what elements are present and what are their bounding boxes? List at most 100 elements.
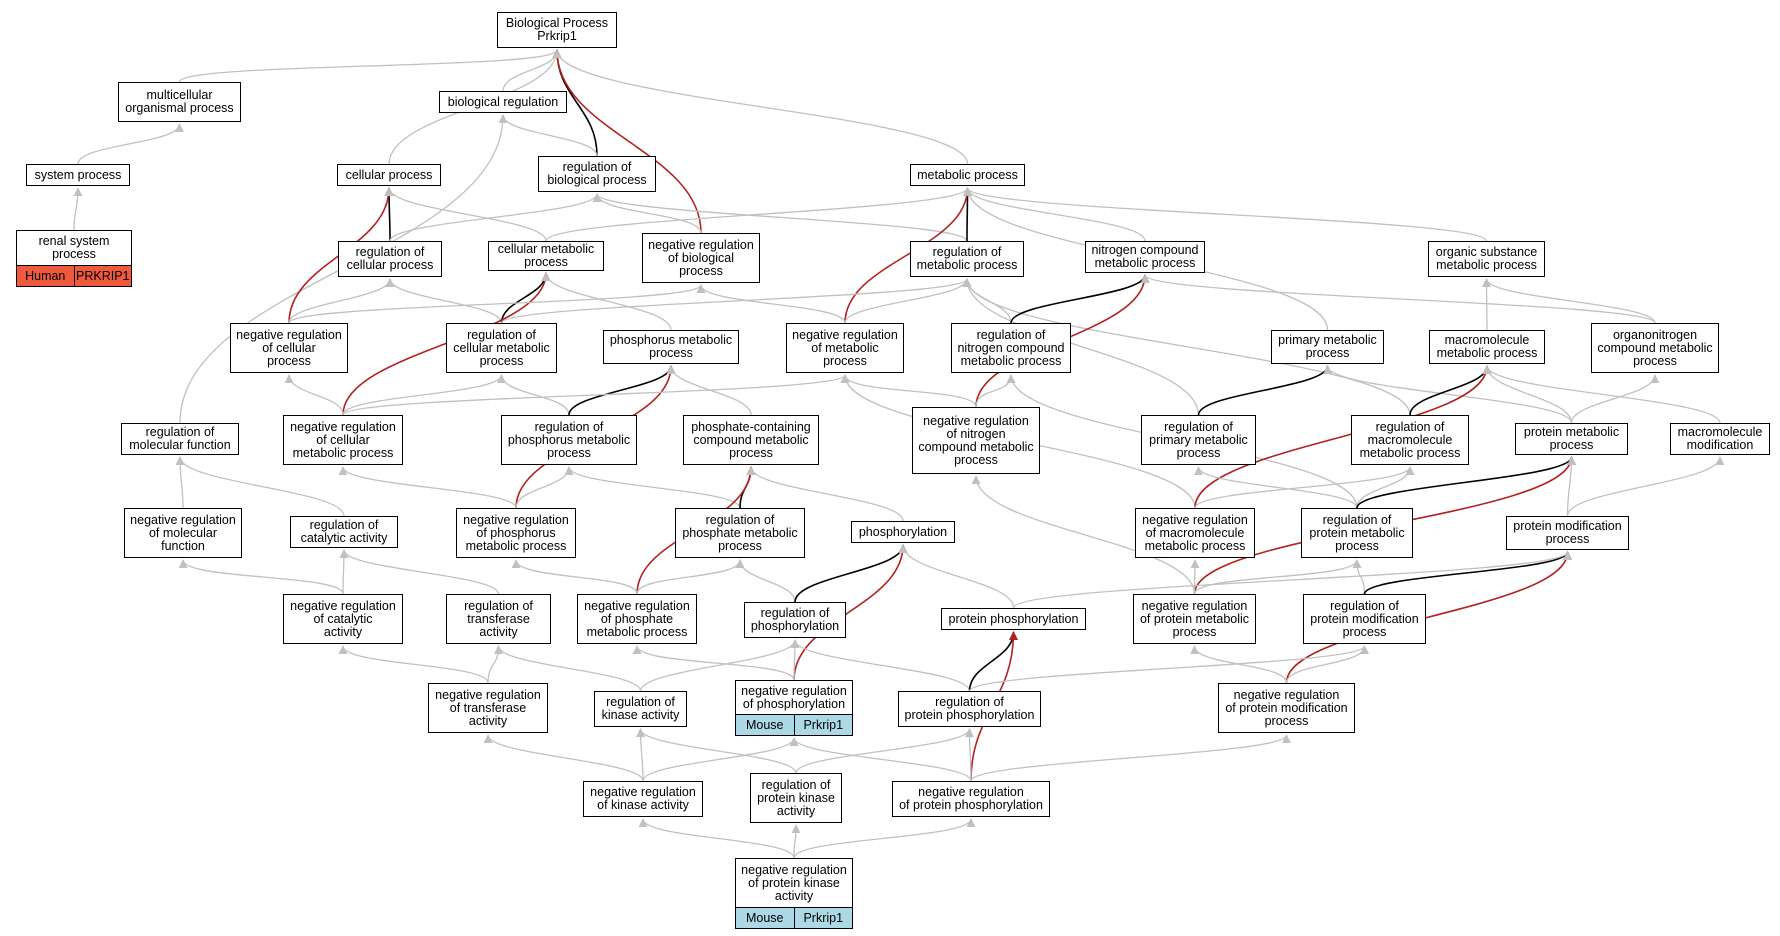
is-a-edge [511, 559, 638, 595]
go-term-node[interactable]: negative regulation of metabolic process [786, 323, 904, 373]
go-term-node[interactable]: regulation of cellular process [338, 241, 442, 277]
go-term-label: cellular process [345, 167, 433, 182]
go-term-label: regulation of catalytic activity [300, 518, 388, 545]
go-term-node[interactable]: negative regulation of macromolecule met… [1135, 508, 1255, 558]
go-term-node[interactable]: regulation of phosphate metabolic proces… [675, 508, 805, 558]
go-term-label: regulation of protein metabolic process [1309, 512, 1405, 553]
go-term-node[interactable]: regulation of catalytic activity [290, 516, 398, 548]
go-term-node[interactable]: macromolecule modification [1670, 423, 1770, 455]
is-a-edge [1012, 551, 1572, 609]
go-term-node[interactable]: protein modification process [1506, 516, 1629, 550]
is-a-edge [791, 824, 801, 859]
go-term-node[interactable]: cellular metabolic process [488, 241, 604, 271]
species-badge: Mouse [736, 715, 794, 735]
go-term-node[interactable]: phosphate-containing compound metabolic … [683, 415, 819, 465]
go-term-node[interactable]: negative regulation of molecular functio… [124, 508, 242, 558]
is-a-edge [962, 278, 1411, 416]
is-a-edge [636, 728, 646, 782]
go-term-node[interactable]: organic substance metabolic process [1428, 241, 1545, 277]
go-term-node[interactable]: regulation of kinase activity [594, 691, 687, 727]
is-a-edge [1482, 365, 1573, 424]
is-a-edge [552, 49, 969, 165]
go-term-node[interactable]: organonitrogen compound metabolic proces… [1591, 323, 1719, 373]
go-term-label: primary metabolic process [1278, 333, 1377, 360]
go-term-node[interactable]: regulation of protein kinase activity [750, 773, 842, 823]
go-term-label: regulation of macromolecule metabolic pr… [1359, 419, 1461, 460]
go-term-node[interactable]: nitrogen compound metabolic process [1085, 241, 1205, 273]
go-term-node[interactable]: negative regulation of cellular process [230, 323, 348, 373]
is-a-edge [1140, 274, 1656, 324]
is-a-edge [898, 544, 1015, 609]
is-a-edge [696, 284, 846, 324]
go-term-node[interactable]: biological regulation [439, 91, 567, 113]
go-term-node[interactable]: negative regulation of nitrogen compound… [912, 407, 1040, 474]
go-term-node[interactable]: negative regulation of phosphate metabol… [577, 594, 697, 644]
is-a-edge [494, 645, 642, 692]
regulation-edge [568, 365, 676, 416]
go-term-node[interactable]: regulation of metabolic process [910, 241, 1024, 277]
go-term-node[interactable]: cellular process [337, 164, 441, 186]
is-a-edge [1566, 456, 1576, 517]
go-term-node[interactable]: regulation of biological process [538, 156, 656, 192]
is-a-edge [1482, 365, 1721, 424]
go-term-node[interactable]: regulation of protein phosphorylation [898, 691, 1041, 727]
go-term-node[interactable]: negative regulation of protein metabolic… [1133, 594, 1256, 644]
regulation-edge [968, 631, 1018, 692]
is-a-edge [1566, 456, 1725, 517]
go-term-node[interactable]: regulation of molecular function [121, 423, 239, 455]
go-term-node[interactable]: negative regulation of phosphorus metabo… [456, 508, 576, 558]
go-term-node[interactable]: negative regulation of catalytic activit… [283, 594, 403, 644]
is-a-edge [77, 123, 184, 165]
go-term-label: regulation of cellular process [346, 245, 434, 272]
negative-regulation-edge [1194, 365, 1492, 509]
is-a-edge [962, 278, 1200, 416]
go-term-node[interactable]: phosphorylation [851, 521, 955, 543]
go-term-node[interactable]: negative regulation of transferase activ… [428, 683, 548, 733]
go-term-node[interactable]: negative regulation of protein phosphory… [892, 781, 1050, 817]
go-term-node[interactable]: negative regulation of protein modificat… [1218, 683, 1355, 733]
go-term-label: renal system process [38, 234, 110, 261]
go-term-node[interactable]: negative regulation of cellular metaboli… [283, 415, 403, 465]
go-term-node[interactable]: multicellular organismal process [118, 82, 241, 122]
go-term-label: multicellular organismal process [125, 88, 234, 115]
go-term-node[interactable]: regulation of protein metabolic process [1301, 508, 1413, 558]
go-term-node[interactable]: regulation of nitrogen compound metaboli… [951, 323, 1071, 373]
is-a-edge [642, 737, 799, 782]
negative-regulation-edge [1285, 551, 1572, 684]
go-term-node[interactable]: negative regulation of protein kinase ac… [735, 858, 853, 929]
go-term-node[interactable]: regulation of transferase activity [446, 594, 551, 644]
is-a-edge [338, 466, 517, 509]
go-term-node[interactable]: regulation of cellular metabolic process [446, 323, 557, 373]
go-term-node[interactable]: regulation of phosphorylation [744, 602, 846, 638]
negative-regulation-edge [793, 544, 908, 681]
gene-badge: PRKRIP1 [73, 266, 131, 286]
go-term-node[interactable]: regulation of macromolecule metabolic pr… [1351, 415, 1469, 465]
go-term-label: negative regulation of molecular functio… [130, 512, 236, 553]
go-term-node[interactable]: system process [26, 164, 130, 186]
negative-regulation-edge [552, 49, 702, 234]
go-term-node[interactable]: negative regulation of biological proces… [642, 233, 760, 283]
go-term-node[interactable]: regulation of protein modification proce… [1303, 594, 1426, 644]
go-term-label: negative regulation of transferase activ… [435, 687, 541, 728]
go-term-node[interactable]: primary metabolic process [1271, 330, 1384, 364]
go-term-label: negative regulation of kinase activity [590, 785, 696, 812]
go-term-node[interactable]: regulation of primary metabolic process [1141, 415, 1256, 465]
go-term-node[interactable]: metabolic process [910, 164, 1025, 186]
go-term-node[interactable]: protein phosphorylation [941, 608, 1086, 630]
is-a-edge [385, 278, 503, 324]
go-term-label: negative regulation of protein metabolic… [1139, 598, 1250, 639]
go-term-node[interactable]: regulation of phosphorus metabolic proce… [501, 415, 637, 465]
go-term-label: regulation of protein phosphorylation [904, 695, 1035, 722]
go-term-node[interactable]: phosphorus metabolic process [603, 330, 739, 364]
go-term-label: phosphate-containing compound metabolic … [691, 419, 811, 460]
go-term-node[interactable]: macromolecule metabolic process [1429, 330, 1545, 364]
go-term-node[interactable]: negative regulation of kinase activity [583, 781, 703, 817]
go-term-node[interactable]: protein metabolic process [1515, 423, 1628, 455]
is-a-edge [175, 456, 185, 509]
is-a-edge [789, 737, 972, 782]
is-a-edge [500, 278, 972, 324]
go-term-node[interactable]: Biological Process Prkrip1 [497, 12, 617, 48]
